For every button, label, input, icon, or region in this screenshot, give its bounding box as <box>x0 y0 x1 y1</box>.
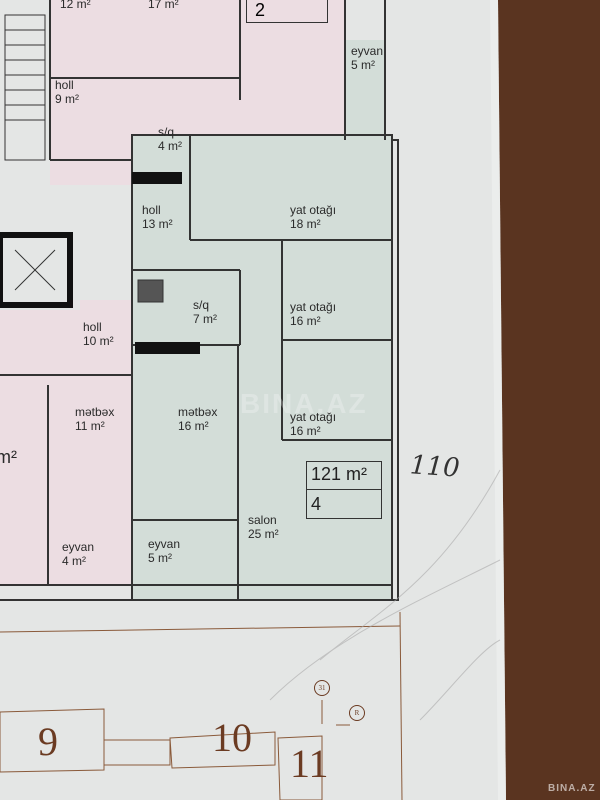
room-area-12: 12 m² <box>60 0 91 11</box>
partial-area-label: m² <box>0 447 17 467</box>
site-block-11: 11 <box>290 741 329 786</box>
site-block-9: 9 <box>38 719 58 764</box>
site-marker-r: R <box>349 705 365 721</box>
apartment-summary-box: 121 m² 4 <box>306 461 382 519</box>
center-watermark: BINA.AZ <box>240 388 368 419</box>
adjacent-apartment-number: 2 <box>246 0 328 23</box>
apartment-room-count: 4 <box>311 494 322 514</box>
site-marker-31: 31 <box>314 680 330 696</box>
room-area-17: 17 m² <box>148 0 179 11</box>
handwritten-note: 110 <box>409 450 461 484</box>
apartment-total-area: 121 m² <box>311 464 368 484</box>
site-block-10: 10 <box>212 715 252 760</box>
corner-watermark: BINA.AZ <box>548 783 596 794</box>
